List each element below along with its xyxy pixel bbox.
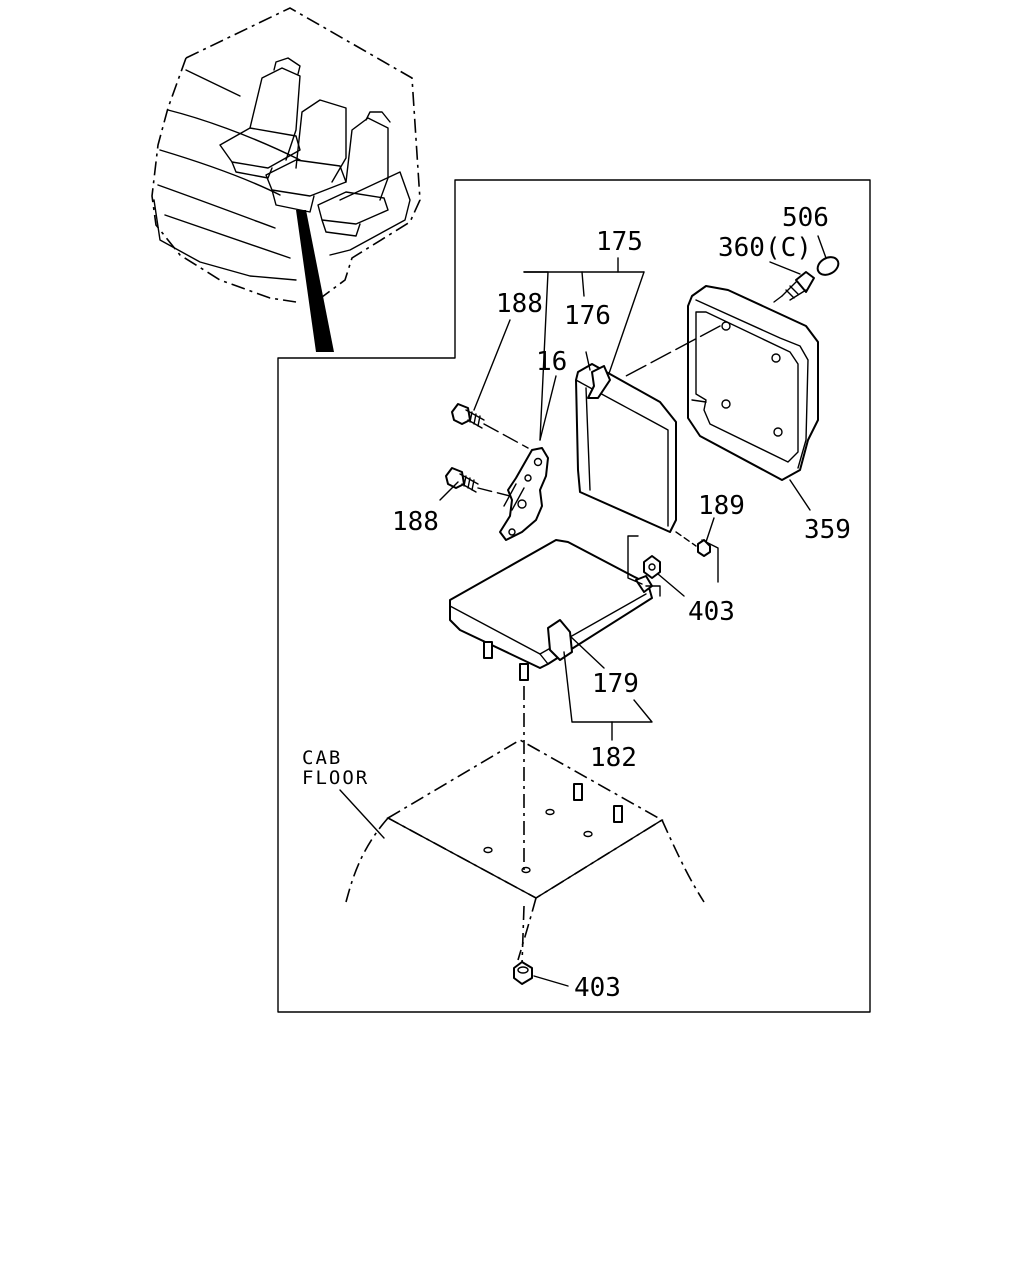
part-label-403-upper: 403 [688, 597, 735, 627]
part-label-175: 175 [596, 227, 643, 257]
part-label-182: 182 [590, 743, 637, 773]
callout-175-bracket [523, 257, 645, 441]
part-label-360c: 360(C) [718, 233, 812, 263]
detail-frame [277, 179, 871, 1013]
nut-189 [675, 531, 711, 557]
cab-floor [345, 739, 705, 961]
screw-360c [773, 271, 815, 303]
cab-floor-label-line1: CAB [302, 747, 342, 769]
part-label-506: 506 [782, 203, 829, 233]
cap-506 [816, 256, 840, 276]
part-label-188-lower: 188 [392, 507, 439, 537]
hinge-bracket [499, 447, 549, 541]
bolt-188-upper [451, 403, 529, 449]
bolt-188-lower [445, 467, 511, 497]
part-label-189: 189 [698, 491, 745, 521]
cab-floor-label-line2: FLOOR [302, 767, 369, 789]
cab-overview-illustration [151, 7, 421, 352]
part-label-16: 16 [536, 347, 567, 377]
seat-back-cushion [575, 351, 677, 533]
part-label-359: 359 [804, 515, 851, 545]
nut-403-upper [643, 555, 661, 579]
callout-182-bracket [563, 651, 653, 741]
leader-lines [339, 235, 827, 987]
seat-back-frame [687, 285, 819, 481]
part-label-176: 176 [564, 301, 611, 331]
part-label-403-lower: 403 [574, 973, 621, 1003]
seat-cushion [449, 539, 653, 681]
part-label-179: 179 [592, 669, 639, 699]
part-label-188-upper: 188 [496, 289, 543, 319]
nut-403-lower [513, 961, 533, 985]
